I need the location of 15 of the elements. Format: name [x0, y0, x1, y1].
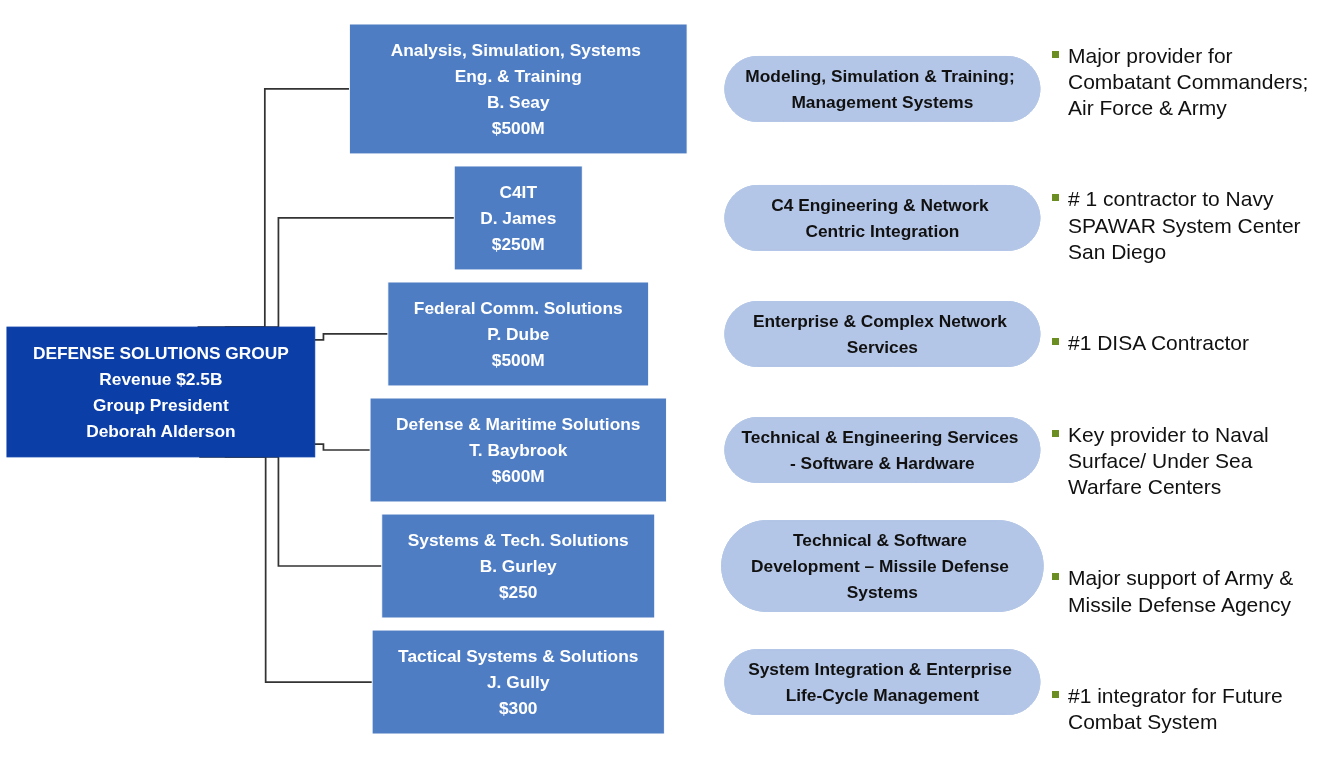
node-box: Federal Comm. Solutions P. Dube $500M	[387, 281, 650, 387]
node-box: Tactical Systems & Solutions J. Gully $300	[371, 629, 665, 735]
note-text: Key provider to Naval Surface/ Under Sea Warfare Centers	[1068, 422, 1269, 498]
note-text: # 1 contractor to Navy SPAWAR System Center San Diego	[1068, 187, 1301, 263]
note-text: Major support of Army & Missile Defense Agency	[1068, 566, 1294, 616]
node-box: Analysis, Simulation, Systems Eng. & Training B. Seay $500M	[349, 23, 688, 155]
note-text: #1 integrator for Future Combat System	[1068, 683, 1283, 734]
connector	[313, 333, 389, 341]
connector	[313, 443, 371, 451]
node-box: Defense & Maritime Solutions T. Baybrook $600M	[369, 397, 667, 503]
node-box: Systems & Tech. Solutions B. Gurley $250	[381, 513, 656, 619]
note-text: Major provider for Combatant Commanders; Air Force & Army	[1068, 43, 1309, 120]
node-box: DEFENSE SOLUTIONS GROUP Revenue $2.5B Group President Deborah Alderson	[6, 326, 316, 458]
note-text: #1 DISA Contractor	[1068, 331, 1249, 355]
node-box: C4IT D. James $250M	[453, 165, 583, 271]
